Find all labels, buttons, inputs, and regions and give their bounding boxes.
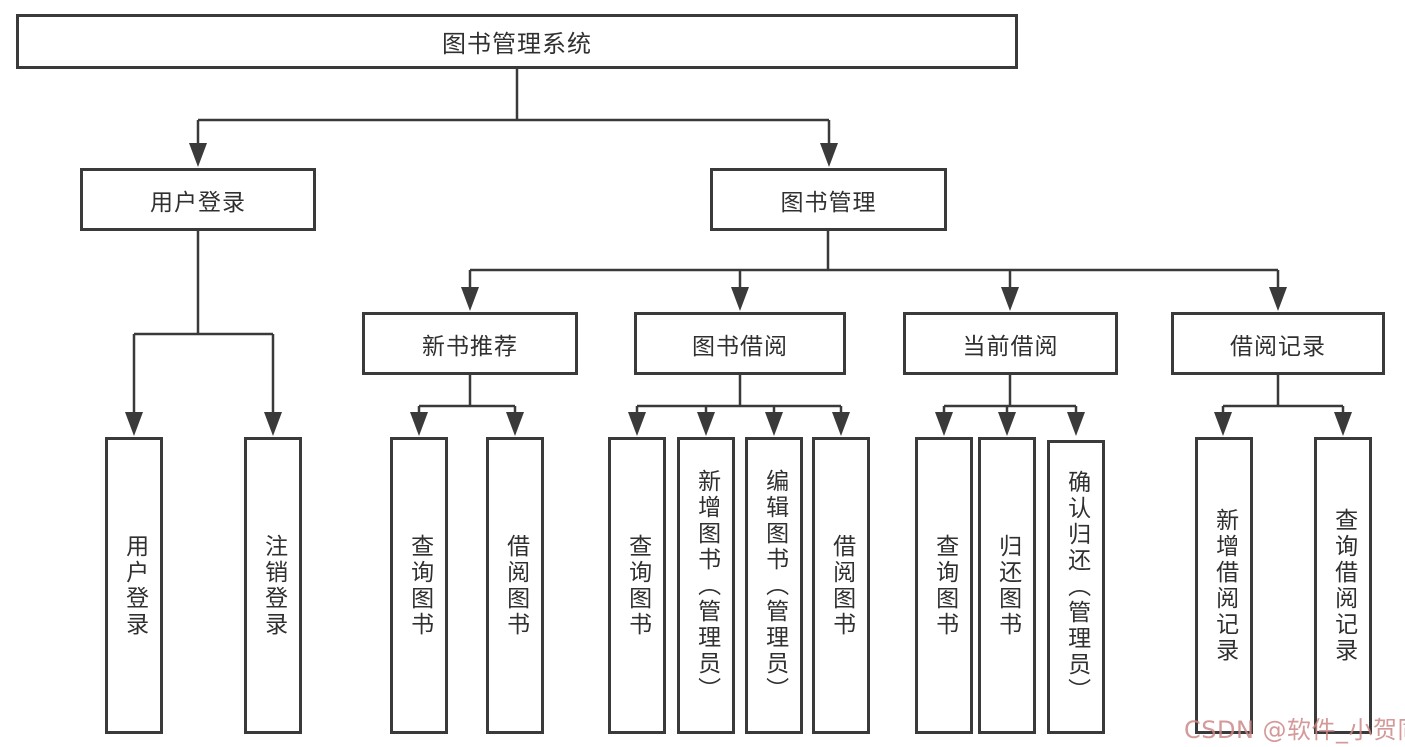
leaf-user-login: 用户登录	[105, 437, 163, 734]
leaf-current-query-books: 查询图书	[915, 437, 973, 734]
node-book-borrowing: 图书借阅	[634, 312, 846, 375]
leaf-records-add-record: 新增借阅记录	[1195, 437, 1253, 734]
node-new-book-recommend: 新书推荐	[362, 312, 578, 375]
csdn-watermark: CSDN @软件_小贺同学	[1184, 716, 1405, 744]
leaf-newbook-borrow-books: 借阅图书	[486, 437, 544, 734]
leaf-borrow-borrow-books: 借阅图书	[812, 437, 870, 734]
node-root-library-system: 图书管理系统	[16, 14, 1018, 69]
node-book-management: 图书管理	[710, 168, 947, 231]
leaf-newbook-query-books: 查询图书	[390, 437, 448, 734]
node-current-borrowing: 当前借阅	[903, 312, 1118, 375]
leaf-borrow-query-books: 查询图书	[608, 437, 666, 734]
leaf-borrow-edit-books-admin: 编辑图书（管理员）	[745, 437, 803, 734]
leaf-records-query-record: 查询借阅记录	[1314, 437, 1372, 734]
node-borrowing-records: 借阅记录	[1171, 312, 1385, 375]
leaf-borrow-add-books-admin: 新增图书（管理员）	[677, 437, 735, 734]
leaf-logout: 注销登录	[244, 437, 302, 734]
node-user-login: 用户登录	[80, 168, 316, 231]
leaf-current-return-books: 归还图书	[978, 437, 1036, 734]
leaf-current-confirm-return-admin: 确认归还（管理员）	[1047, 440, 1105, 734]
